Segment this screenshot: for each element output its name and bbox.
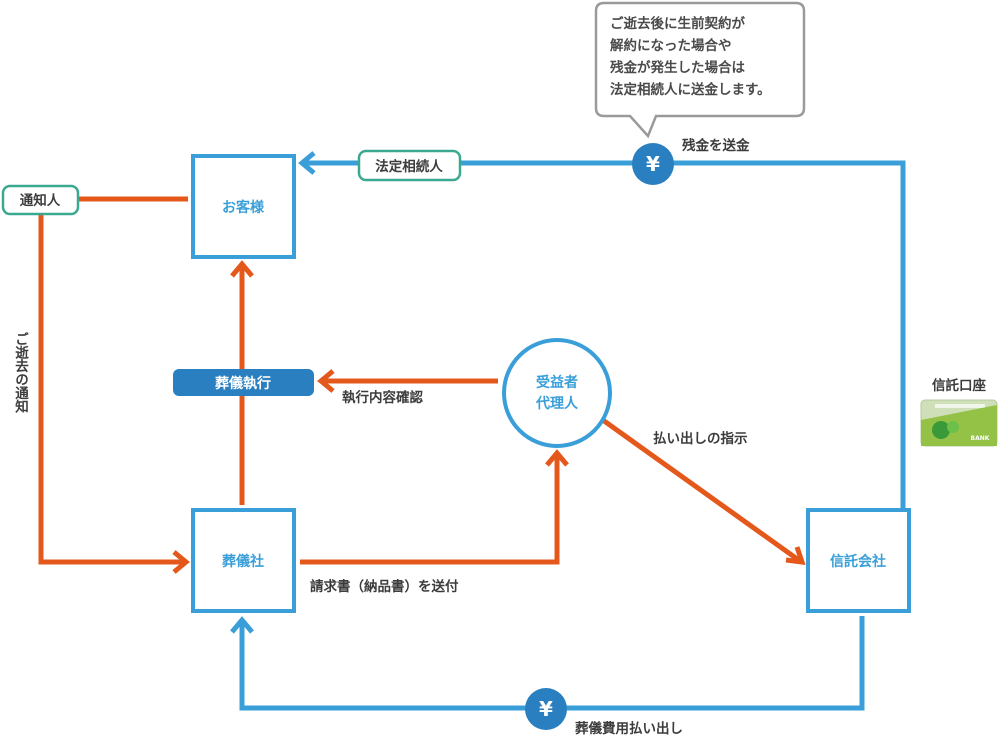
execution-confirm-label: 執行内容確認 [342,389,423,406]
funeral-execution-tag: 葬儀執行 [173,369,314,396]
bubble-line-1: ご逝去後に生前契約が [610,15,745,32]
bank-card-icon: BANK [920,399,998,447]
payout-yen: ¥ [525,688,567,730]
funeral-company-box: 葬儀社 [191,508,296,613]
card-brand-label: BANK [971,435,990,442]
beneficiary-label-2: 代理人 [535,395,579,412]
death-notice-label: ご逝去の通知 [12,331,29,415]
death-notice-line [38,214,185,565]
notifier-label: 通知人 [20,192,61,209]
funeral-execution-label: 葬儀執行 [215,375,271,392]
yen-icon: ¥ [646,152,660,176]
beneficiary-agent-circle: 受益者 代理人 [502,338,612,448]
beneficiary-label-1: 受益者 [536,374,578,391]
legal-heir-tag: 法定相続人 [357,149,462,182]
bubble-line-3: 残金が発生した場合は [610,59,745,76]
withdraw-line [598,415,802,564]
trust-account-label: 信託口座 [932,377,986,394]
invoice-label: 請求書（納品書）を送付 [310,578,459,595]
funeral-payout-label: 葬儀費用払い出し [575,720,683,737]
remittance-yen: ¥ [632,143,674,185]
bubble-line-2: 解約になった場合や [610,37,732,54]
funeral-company-label: 葬儀社 [222,553,264,570]
speech-bubble: ご逝去後に生前契約が 解約になった場合や 残金が発生した場合は 法定相続人に送金… [594,1,806,139]
trust-company-label: 信託会社 [830,553,886,570]
invoice-line [300,454,560,565]
execution-confirm-arrowhead [317,369,335,393]
notifier-tag: 通知人 [1,184,80,216]
remittance-arrowhead [298,151,316,175]
payout-arrowhead [230,616,254,634]
yen-icon: ¥ [539,697,553,721]
remittance-line [302,160,906,508]
withdraw-arrowhead [785,546,806,565]
invoice-arrowhead [545,449,569,467]
withdraw-instruction-label: 払い出しの指示 [653,430,748,447]
legal-heir-label: 法定相続人 [375,158,443,175]
remittance-label: 残金を送金 [682,137,750,154]
bubble-line-4: 法定相続人に送金します。 [610,81,771,98]
trust-company-box: 信託会社 [806,508,911,613]
customer-label: お客様 [222,199,265,216]
customer-box: お客様 [191,154,296,259]
funeral-customer-arrowhead [230,260,254,278]
death-notice-arrowhead [172,550,190,574]
